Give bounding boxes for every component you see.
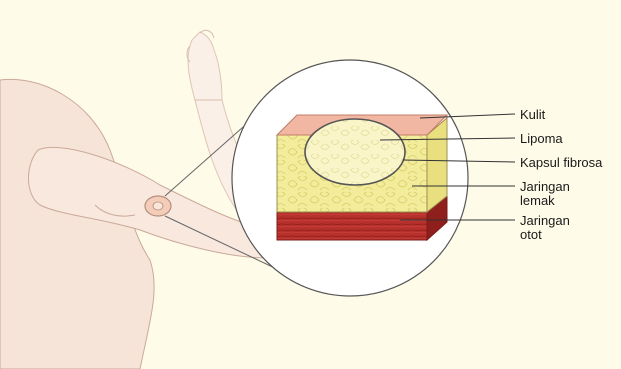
hand: [188, 32, 222, 100]
label-kapsul-fibrosa: Kapsul fibrosa: [520, 156, 602, 170]
label-jaringan-otot-line1: Jaringan: [520, 214, 570, 228]
label-lipoma: Lipoma: [520, 132, 563, 146]
label-jaringan-otot: Jaringan otot: [520, 214, 570, 242]
label-kulit: Kulit: [520, 108, 545, 122]
lipoma-mass: [305, 119, 405, 185]
tissue-block: [277, 115, 447, 240]
label-jaringan-otot-line2: otot: [520, 228, 570, 242]
muscle-layer: [277, 212, 427, 240]
label-jaringan-lemak: Jaringan lemak: [520, 180, 570, 208]
label-jaringan-lemak-line2: lemak: [520, 194, 570, 208]
label-jaringan-lemak-line1: Jaringan: [520, 180, 570, 194]
